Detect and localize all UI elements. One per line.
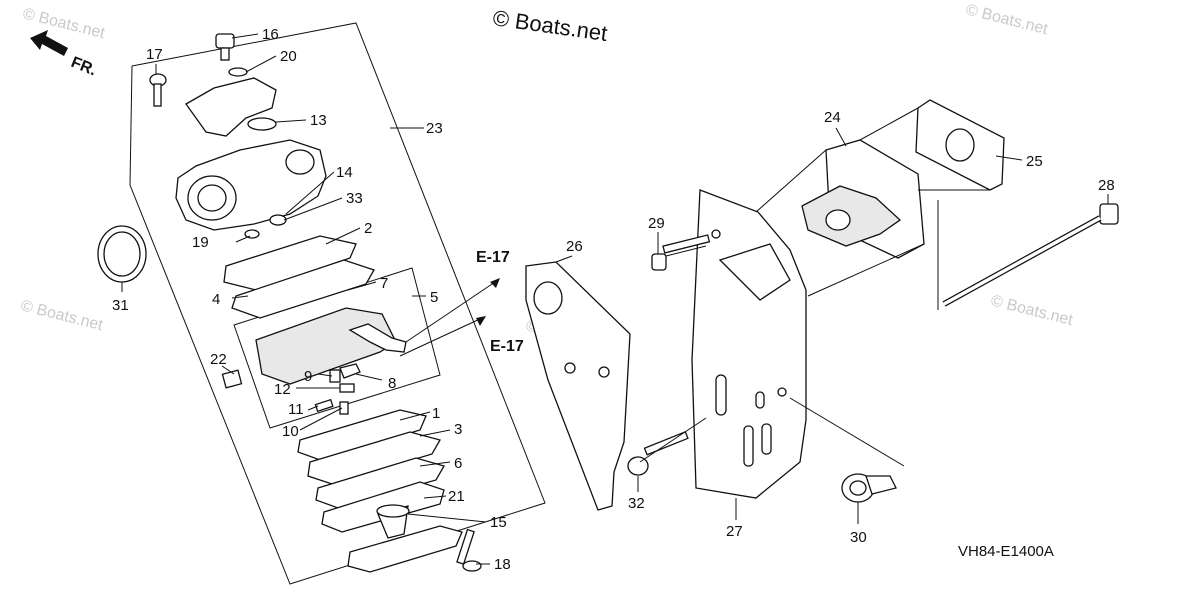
callout-26[interactable]: 26 <box>566 238 583 255</box>
callout-20[interactable]: 20 <box>280 48 297 65</box>
ref-arrowhead <box>476 316 486 326</box>
callout-29[interactable]: 29 <box>648 215 665 232</box>
throttle-lever <box>185 77 277 137</box>
bracket-hole <box>711 229 721 239</box>
callout-19[interactable]: 19 <box>192 234 209 251</box>
callout-27[interactable]: 27 <box>726 523 743 540</box>
reference-e17-upper[interactable]: E-17 <box>476 249 510 266</box>
bracket-cutout <box>718 243 791 301</box>
callout-25[interactable]: 25 <box>1026 153 1043 170</box>
bottom-plate <box>347 525 463 573</box>
bracket-slot <box>743 425 754 467</box>
drawing-code: VH84-E1400A <box>958 543 1054 560</box>
carburetor-body-7 <box>255 307 397 385</box>
screw-10 <box>339 401 349 415</box>
callout-22[interactable]: 22 <box>210 351 227 368</box>
gasket-2 <box>223 235 357 291</box>
callout-10[interactable]: 10 <box>282 423 299 440</box>
insulator-bore <box>825 209 851 231</box>
bolt-17 <box>149 73 167 107</box>
cap-22 <box>221 369 243 389</box>
callout-23[interactable]: 23 <box>426 120 443 137</box>
assembly-line <box>859 107 919 141</box>
callout-16[interactable]: 16 <box>262 26 279 43</box>
watermark: © Boats.net <box>989 292 1075 329</box>
callout-30[interactable]: 30 <box>850 529 867 546</box>
callout-28[interactable]: 28 <box>1098 177 1115 194</box>
diaphragm-3 <box>307 431 441 485</box>
assembly-line <box>807 243 925 297</box>
callout-14[interactable]: 14 <box>336 164 353 181</box>
bracket-slot <box>715 374 727 416</box>
assembly-line <box>639 417 707 463</box>
gasket-25-hole <box>945 128 975 162</box>
plate-hole <box>533 281 563 315</box>
callout-18[interactable]: 18 <box>494 556 511 573</box>
callout-7[interactable]: 7 <box>380 275 388 292</box>
callout-17[interactable]: 17 <box>146 46 163 63</box>
gasket-1 <box>297 409 427 461</box>
clamp-30 <box>841 473 897 503</box>
callout-2[interactable]: 2 <box>364 220 372 237</box>
callout-4[interactable]: 4 <box>212 291 220 308</box>
leader-lines <box>121 33 1109 565</box>
assembly-line <box>755 149 827 213</box>
callout-6[interactable]: 6 <box>454 455 462 472</box>
callout-3[interactable]: 3 <box>454 421 462 438</box>
bracket-slot <box>761 423 772 455</box>
seal-13 <box>247 117 277 131</box>
assembly-line <box>665 245 707 257</box>
insulator-plate-26 <box>525 261 631 511</box>
callout-5[interactable]: 5 <box>430 289 438 306</box>
callout-31[interactable]: 31 <box>112 297 129 314</box>
watermark: © Boats.net <box>964 1 1050 38</box>
ref-arrow <box>399 317 483 357</box>
bracket-hole <box>777 387 787 397</box>
pin-11 <box>314 398 334 413</box>
washer-20 <box>228 67 248 77</box>
intake-port-inner <box>197 184 227 212</box>
plug-33 <box>269 214 287 226</box>
screw-16 <box>215 33 235 61</box>
callout-24[interactable]: 24 <box>824 109 841 126</box>
o-ring-31-inner <box>103 231 141 277</box>
callout-15[interactable]: 15 <box>490 514 507 531</box>
fuel-nipple <box>348 323 407 353</box>
bolt-32 <box>627 430 689 476</box>
watermark: © Boats.net <box>19 297 105 334</box>
callout-21[interactable]: 21 <box>448 488 465 505</box>
gasket-6 <box>315 457 445 509</box>
callout-12[interactable]: 12 <box>274 381 291 398</box>
part-12 <box>339 383 355 393</box>
copyright-text: © Boats.net <box>491 5 609 46</box>
callout-33[interactable]: 33 <box>346 190 363 207</box>
direction-label: FR. <box>69 54 99 79</box>
assembly-line <box>789 397 905 467</box>
callout-8[interactable]: 8 <box>388 375 396 392</box>
ref-arrow <box>405 279 499 343</box>
callout-13[interactable]: 13 <box>310 112 327 129</box>
reference-e17-lower[interactable]: E-17 <box>490 338 524 355</box>
callout-32[interactable]: 32 <box>628 495 645 512</box>
cup-15-rim <box>376 504 410 518</box>
plate-hole-small <box>598 366 610 378</box>
callout-1[interactable]: 1 <box>432 405 440 422</box>
insulator-block <box>801 185 902 247</box>
part-19 <box>244 229 260 239</box>
callouts: 1 2 3 4 5 6 7 8 9 10 11 12 13 14 15 16 1… <box>112 26 1115 573</box>
callout-9[interactable]: 9 <box>304 368 312 385</box>
diaphragm-4 <box>231 259 375 319</box>
long-bolt-28 <box>942 203 1119 307</box>
callout-11[interactable]: 11 <box>288 401 304 418</box>
ref-arrowhead <box>490 278 500 288</box>
plate-hole-small <box>564 362 576 374</box>
bolt-29 <box>651 234 711 271</box>
bracket-slot <box>755 391 765 409</box>
outlet-port <box>285 149 315 175</box>
needle-8 <box>339 363 361 379</box>
